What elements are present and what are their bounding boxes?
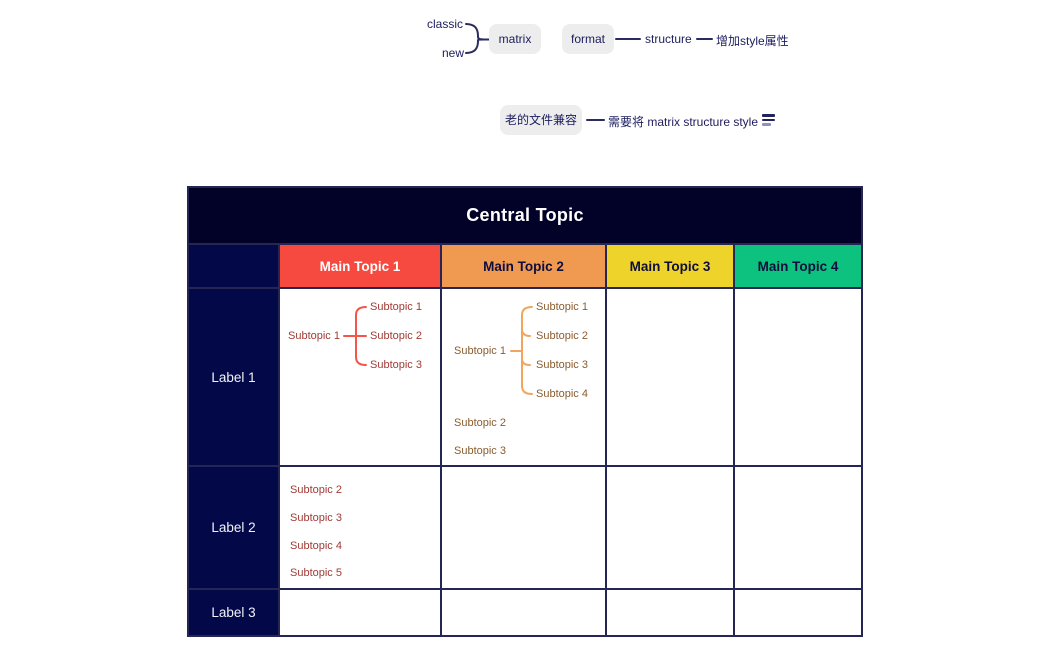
matrix-table: Central Topic Main Topic 1 Main Topic 2 … xyxy=(187,186,863,637)
subtopic-child[interactable]: Subtopic 1 xyxy=(536,301,588,313)
cell-label3-maintopic1[interactable] xyxy=(280,590,440,635)
topic-structure[interactable]: structure xyxy=(645,32,692,46)
subtopic-child[interactable]: Subtopic 2 xyxy=(370,330,422,342)
subtopic-item[interactable]: Subtopic 5 xyxy=(290,567,342,579)
cell-label2-maintopic1[interactable]: Subtopic 2 Subtopic 3 Subtopic 4 Subtopi… xyxy=(280,467,440,588)
cell-label2-maintopic2[interactable] xyxy=(442,467,605,588)
subtopic-item[interactable]: Subtopic 4 xyxy=(290,540,342,552)
topic-legacy-compat[interactable]: 老的文件兼容 xyxy=(500,105,582,135)
cell-label1-maintopic4[interactable] xyxy=(735,289,861,465)
column-header-main-topic-1[interactable]: Main Topic 1 xyxy=(280,245,440,287)
subtopic-item[interactable]: Subtopic 2 xyxy=(290,484,342,496)
cell-label1-maintopic2[interactable]: Subtopic 1 Subtopic 1 Subtopic 2 Subtopi… xyxy=(442,289,605,465)
cell-label1-maintopic3[interactable] xyxy=(607,289,733,465)
subtopic-child[interactable]: Subtopic 2 xyxy=(536,330,588,342)
cell-label3-maintopic3[interactable] xyxy=(607,590,733,635)
notes-icon[interactable] xyxy=(762,114,776,127)
subtopic-item[interactable]: Subtopic 3 xyxy=(290,512,342,524)
row-label-2[interactable]: Label 2 xyxy=(189,467,278,588)
cell-label3-maintopic4[interactable] xyxy=(735,590,861,635)
central-topic[interactable]: Central Topic xyxy=(189,188,861,243)
brace-classic-line xyxy=(465,23,485,41)
cell-label3-maintopic2[interactable] xyxy=(442,590,605,635)
row-label-3[interactable]: Label 3 xyxy=(189,590,278,635)
topic-new[interactable]: new xyxy=(442,46,465,60)
brace-new-line xyxy=(465,38,485,54)
column-header-main-topic-2[interactable]: Main Topic 2 xyxy=(442,245,605,287)
column-header-main-topic-3[interactable]: Main Topic 3 xyxy=(607,245,733,287)
subtopic-child[interactable]: Subtopic 3 xyxy=(536,359,588,371)
cell-label2-maintopic4[interactable] xyxy=(735,467,861,588)
subtopic-child[interactable]: Subtopic 3 xyxy=(370,359,422,371)
topic-classic[interactable]: classic xyxy=(427,17,464,31)
subtree-bracket-line xyxy=(521,306,533,395)
topic-legacy-child[interactable]: 需要将 matrix structure style xyxy=(608,115,759,129)
subtopic-child[interactable]: Subtopic 4 xyxy=(536,388,588,400)
subtopic-item[interactable]: Subtopic 3 xyxy=(454,445,506,457)
cell-label1-maintopic1[interactable]: Subtopic 1 Subtopic 1 Subtopic 2 Subtopi… xyxy=(280,289,440,465)
subtopic-parent[interactable]: Subtopic 1 xyxy=(288,330,340,342)
notes-icon-bar xyxy=(762,123,771,126)
subtopic-child[interactable]: Subtopic 1 xyxy=(370,301,422,313)
notes-icon-bar xyxy=(762,118,775,121)
topic-matrix[interactable]: matrix xyxy=(489,24,541,54)
subtree-hook-line xyxy=(521,328,531,337)
topic-format[interactable]: format xyxy=(562,24,614,54)
topic-style-attr[interactable]: 增加style属性 xyxy=(716,34,789,48)
column-header-main-topic-4[interactable]: Main Topic 4 xyxy=(735,245,861,287)
notes-icon-bar xyxy=(762,114,775,117)
subtree-hook-line xyxy=(521,358,531,366)
row-label-1[interactable]: Label 1 xyxy=(189,289,278,465)
matrix-corner-cell[interactable] xyxy=(189,245,278,287)
subtopic-parent[interactable]: Subtopic 1 xyxy=(454,345,506,357)
subtopic-item[interactable]: Subtopic 2 xyxy=(454,417,506,429)
cell-label2-maintopic3[interactable] xyxy=(607,467,733,588)
